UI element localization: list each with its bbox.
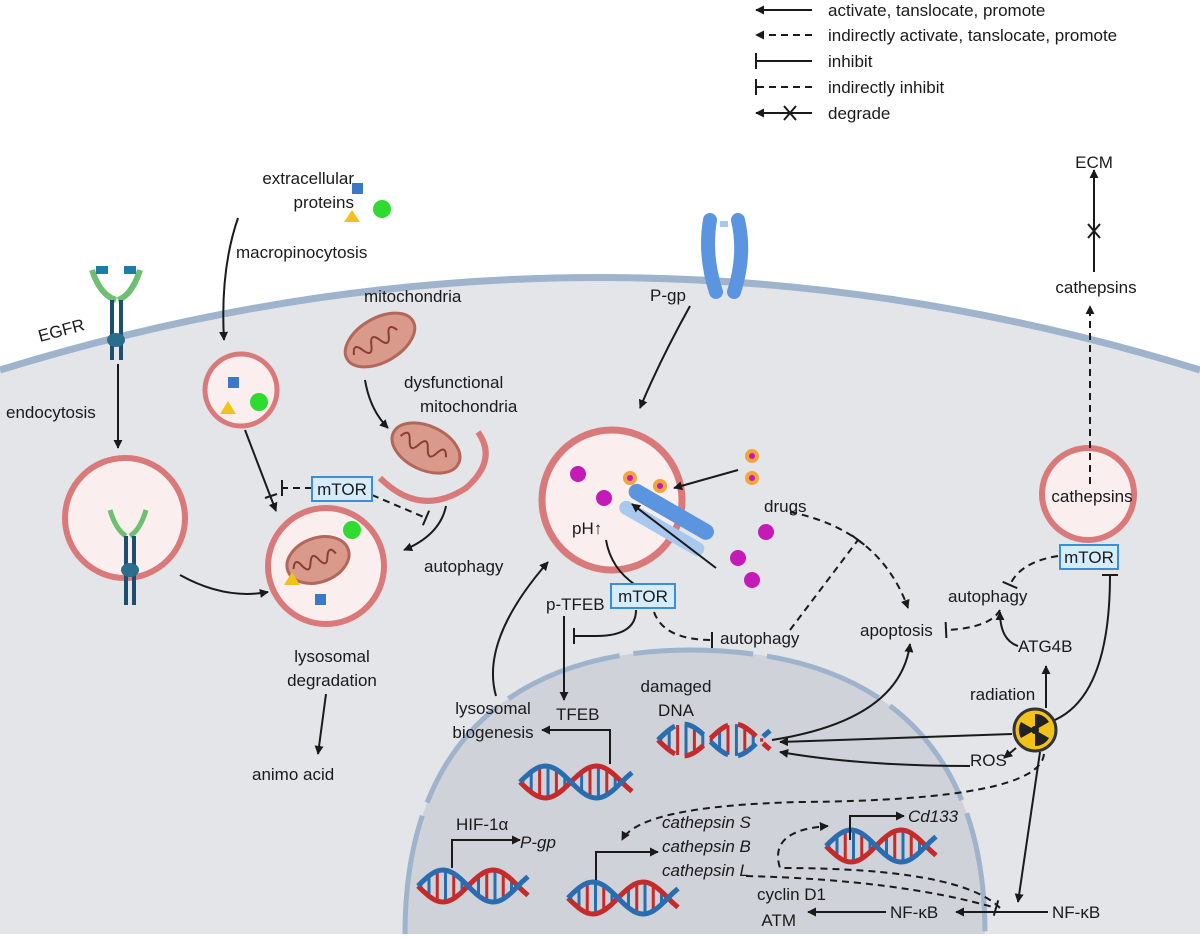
legend-activate: activate, tanslocate, promote — [828, 1, 1045, 20]
nucleus — [402, 647, 988, 935]
cyclin-label: cyclin D1 — [757, 885, 826, 904]
pgp-label: P-gp — [650, 286, 686, 305]
hif-label: HIF-1α — [456, 815, 509, 834]
mtor-box-left: mTOR — [311, 476, 373, 502]
cathepsin-lysosome — [1039, 445, 1137, 543]
dysfunctional-mitochondrion — [390, 421, 462, 475]
svg-text:lysosomal: lysosomal — [294, 647, 370, 666]
dna-strand — [518, 763, 634, 801]
svg-text:biogenesis: biogenesis — [452, 723, 533, 742]
legend: activate, tanslocate, promote indirectly… — [755, 1, 1117, 123]
dna-strand — [518, 763, 634, 801]
mitochondria-label: mitochondria — [364, 287, 462, 306]
svg-text:mTOR: mTOR — [317, 480, 367, 499]
egfr-label: EGFR — [36, 315, 87, 346]
apoptosis-label: apoptosis — [860, 621, 933, 640]
atm-label: ATM — [761, 911, 796, 930]
endosome — [62, 455, 188, 605]
cathepsin-l-label: cathepsin L — [662, 861, 749, 880]
drug-molecules — [570, 449, 774, 588]
extracellular-proteins: extracellular proteins macropinocytosis — [219, 169, 391, 341]
radiation-label: radiation — [970, 685, 1035, 704]
svg-text:mitochondria: mitochondria — [420, 397, 518, 416]
dna-strand — [824, 827, 938, 865]
dna-helices — [416, 721, 938, 917]
cell-membrane — [0, 274, 1200, 374]
cathepsins-label: cathepsins — [1055, 278, 1136, 297]
radiation-icon — [1012, 707, 1058, 753]
macropinocytosis-label: macropinocytosis — [236, 243, 367, 262]
dna-strand — [566, 879, 680, 917]
svg-text:proteins: proteins — [294, 193, 354, 212]
legend-degrade: degrade — [828, 104, 890, 123]
dna-strand — [416, 867, 530, 905]
nfkb-label-inner: NF-κB — [890, 903, 938, 922]
svg-text:DNA: DNA — [658, 701, 695, 720]
svg-text:mTOR: mTOR — [1064, 548, 1114, 567]
mtor-box-right: mTOR — [1059, 544, 1119, 570]
endocytosis-label: endocytosis — [6, 403, 96, 422]
dna-strand — [656, 721, 772, 759]
autophagy-label-right: autophagy — [948, 587, 1028, 606]
autophagy-label-left: autophagy — [424, 557, 504, 576]
tfeb-label: TFEB — [556, 705, 599, 724]
p-tfeb-label: p-TFEB — [546, 595, 605, 614]
dna-tfeb — [518, 763, 634, 801]
protein-triangle — [344, 210, 360, 222]
protein-square — [352, 183, 363, 194]
svg-text:dysfunctional: dysfunctional — [404, 373, 503, 392]
drugs-label: drugs — [764, 497, 807, 516]
mitochondrion — [343, 311, 417, 369]
dna-hif — [416, 867, 530, 905]
phagophore — [377, 430, 489, 504]
egfr-receptor — [89, 266, 143, 360]
dna-damaged — [656, 721, 772, 759]
nfkb-label-outer: NF-κB — [1052, 903, 1100, 922]
svg-text:damaged: damaged — [641, 677, 712, 696]
autophagy-label-center: autophagy — [720, 629, 800, 648]
mtor-box-center: mTOR — [610, 583, 676, 609]
ros-label: ROS — [970, 751, 1007, 770]
macropinosome-vesicle — [202, 351, 280, 429]
legend-inhibit: inhibit — [828, 52, 873, 71]
pgp-gene-label: P-gp — [520, 833, 556, 852]
dna-strand — [824, 827, 938, 865]
dna-strand — [416, 867, 530, 905]
pgp-channel-membrane — [701, 213, 749, 299]
dna-strand — [566, 879, 680, 917]
svg-text:extracellular: extracellular — [262, 169, 354, 188]
legend-indirect-inhibit: indirectly inhibit — [828, 78, 944, 97]
amino-acid-label: animo acid — [252, 765, 334, 784]
cathepsins-lysosome-label: cathepsins — [1051, 487, 1132, 506]
svg-text:degradation: degradation — [287, 671, 377, 690]
cathepsin-s-label: cathepsin S — [662, 813, 751, 832]
legend-indirect-activate: indirectly activate, tanslocate, promote — [828, 26, 1117, 45]
protein-circle — [373, 200, 391, 218]
ecm-label: ECM — [1075, 153, 1113, 172]
svg-text:mTOR: mTOR — [618, 587, 668, 606]
dna-strand — [656, 721, 772, 759]
dna-cathepsin — [566, 879, 680, 917]
atg4b-label: ATG4B — [1018, 637, 1072, 656]
cd133-label: Cd133 — [908, 807, 959, 826]
svg-text:lysosomal: lysosomal — [455, 699, 531, 718]
ph-label: pH↑ — [572, 519, 602, 538]
cathepsin-b-label: cathepsin B — [662, 837, 751, 856]
dna-cd133 — [824, 827, 938, 865]
degradation-lysosome — [265, 505, 387, 627]
